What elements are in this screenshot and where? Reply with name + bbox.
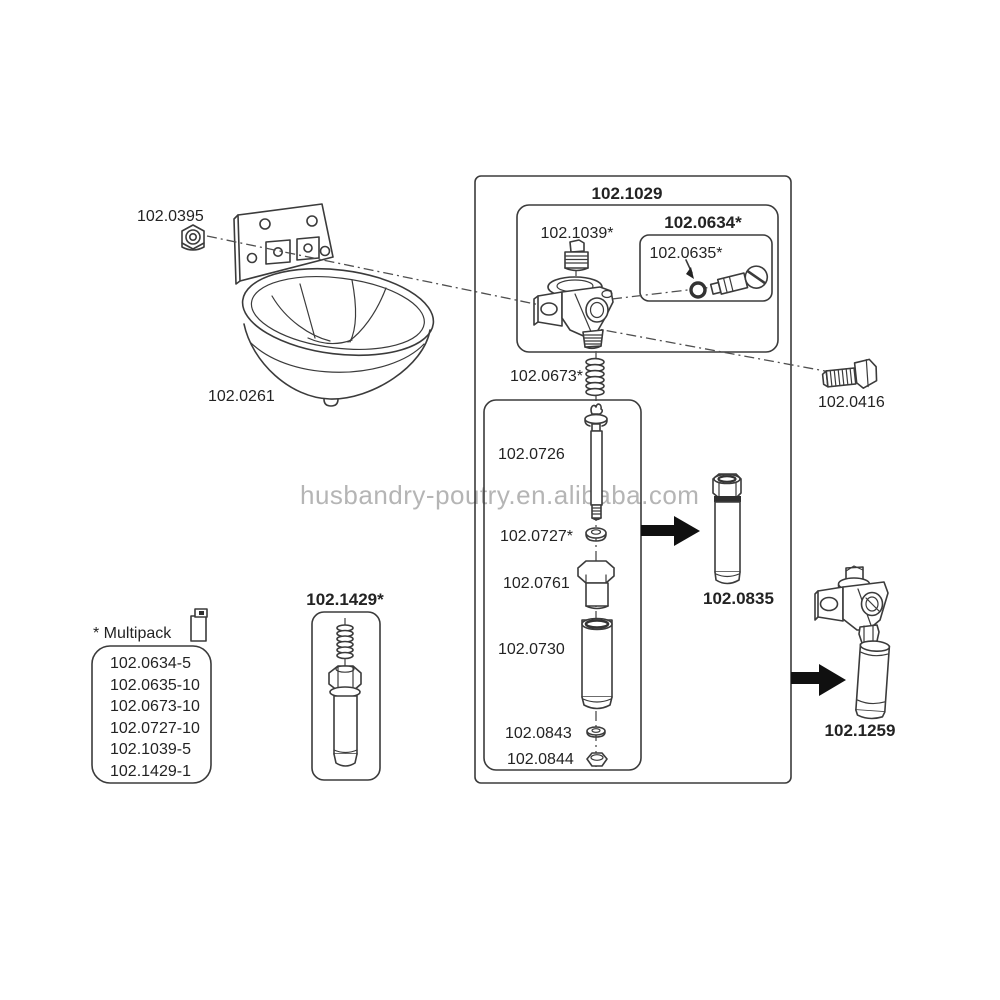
part-label-102-1029: 102.1029 [592,184,663,203]
bolt-drawing [821,358,878,389]
screw-kit-box-102-0634 [639,234,773,302]
part-label-102-0844: 102.0844 [507,751,574,768]
valve-head-box [516,204,779,353]
multipack-item: 102.0727-10 [110,720,200,737]
drinking-bowl-drawing [233,203,435,407]
multipack-title: * Multipack [93,625,172,642]
part-label-102-0730: 102.0730 [498,641,565,658]
valve-unit-drawing [814,565,891,720]
washer-drawing [586,726,606,738]
multipack-item: 102.1429-1 [110,763,191,780]
part-label-102-0761: 102.0761 [503,575,570,592]
multipack-icon [190,608,208,642]
valve-kit-cartridge-drawing [328,665,362,767]
arrow-to-cartridge [641,516,700,546]
part-label-102-0395: 102.0395 [137,208,204,225]
leader-line-nut-to-valve [206,235,541,306]
valve-pin-drawing [584,403,608,521]
o-ring-drawing [689,281,707,299]
wing-nut-drawing [181,224,205,251]
leader-line-valve-to-bolt [586,326,853,377]
part-label-102-0635: 102.0635* [650,245,723,262]
spring-drawing [585,357,605,397]
multipack-item: 102.0634-5 [110,655,191,672]
multipack-item: 102.0673-10 [110,698,200,715]
multipack-item: 102.1039-5 [110,741,191,758]
valve-kit-box [311,611,381,781]
tube-drawing [581,617,613,710]
plug-drawing [564,239,589,272]
part-label-102-1429: 102.1429* [306,590,384,609]
valve-kit-spring-drawing [336,624,354,660]
part-label-102-1039: 102.1039* [541,225,614,242]
screw-drawing [709,265,769,295]
part-label-102-1259: 102.1259 [825,721,896,740]
o-ring-pointer-arrow [685,259,694,279]
part-label-102-0727: 102.0727* [500,528,573,545]
hex-nut-drawing [586,752,608,767]
arrow-to-valve-unit [791,664,846,696]
part-label-102-0726: 102.0726 [498,446,565,463]
part-label-102-0416: 102.0416 [818,394,885,411]
part-label-102-0261: 102.0261 [208,388,275,405]
valve-internals-box [483,399,642,771]
cartridge-drawing [712,473,742,585]
watermark-text: husbandry-poutry.en.alibaba.com [300,480,699,510]
part-label-102-0634: 102.0634* [664,213,742,232]
part-label-102-0673: 102.0673* [510,368,583,385]
assembly-box-102-1029 [474,175,792,784]
seal-drawing [585,527,607,542]
union-nut-drawing [577,560,615,610]
part-label-102-0843: 102.0843 [505,725,572,742]
part-label-102-0835: 102.0835 [703,589,774,608]
multipack-box [91,645,212,784]
multipack-item: 102.0635-10 [110,677,200,694]
valve-body-drawing [533,276,614,350]
